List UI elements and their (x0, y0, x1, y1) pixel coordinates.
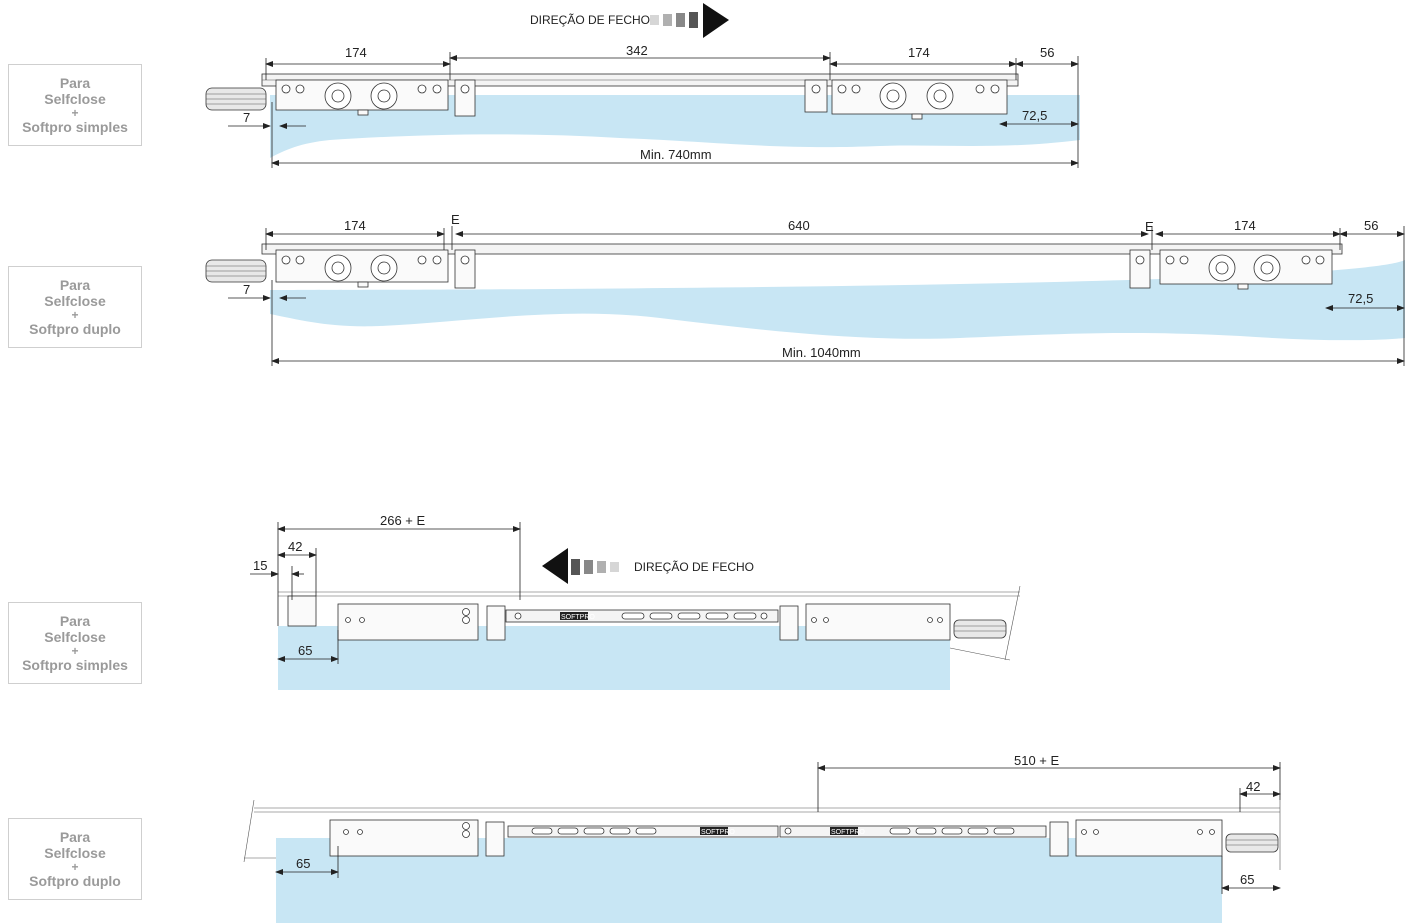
track-rail (261, 243, 1343, 255)
damper-mechanism-right (1159, 249, 1333, 290)
config-label-line: Selfclose (44, 629, 106, 645)
config-label-plus: + (71, 106, 79, 120)
dimension-label: 7 (243, 110, 250, 125)
direction-arrow-left-icon (542, 548, 619, 584)
dimension-label: 65 (296, 856, 310, 871)
config-label-line: Para (59, 829, 91, 845)
dimension-label: 56 (1040, 45, 1054, 60)
dimension-label: 174 (345, 45, 367, 60)
slot-row (889, 827, 1015, 835)
dimension-label: 7 (243, 282, 250, 297)
dimension-label: 174 (344, 218, 366, 233)
dimension-label: Min. 1040mm (782, 345, 861, 360)
brand-mark: SOFTPRO (561, 614, 595, 621)
dimension-label: E (451, 212, 460, 227)
config-label-4: Para Selfclose + Softpro duplo (8, 818, 142, 900)
dimension-label: 65 (1240, 872, 1254, 887)
door-panel (270, 260, 1405, 341)
dimension-label: 72,5 (1022, 108, 1047, 123)
dimension-label: 342 (626, 43, 648, 58)
config-label-plus: + (71, 860, 79, 874)
dimension-label: 510 + E (1014, 753, 1060, 768)
brand-mark: SOFTPRO (701, 829, 735, 836)
roller-wheel-icon (953, 619, 1007, 639)
damper-mechanism-left (275, 79, 449, 116)
dimension-label: 640 (788, 218, 810, 233)
dimension-label: 174 (1234, 218, 1256, 233)
config-label-line: Selfclose (44, 91, 106, 107)
dimension-label: 266 + E (380, 513, 426, 528)
diagram-1-selfclose-softpro-simples: DIREÇÃO DE FECHO (205, 3, 1080, 168)
config-label-line: Selfclose (44, 293, 106, 309)
config-label-3: Para Selfclose + Softpro simples (8, 602, 142, 684)
damper-mechanism-left (275, 249, 449, 288)
dimension-label: 174 (908, 45, 930, 60)
direction-arrow-right-icon (650, 3, 729, 38)
direction-label: DIREÇÃO DE FECHO (634, 560, 754, 574)
config-label-line: Softpro simples (22, 657, 128, 673)
roller-wheel-icon (1225, 833, 1279, 853)
slot-row (531, 827, 657, 835)
config-label-line: Softpro duplo (29, 321, 121, 337)
dimension-label: 42 (288, 539, 302, 554)
brand-mark: SOFTPRO (831, 829, 865, 836)
roller-wheel-icon (205, 87, 267, 111)
config-label-plus: + (71, 308, 79, 322)
direction-label: DIREÇÃO DE FECHO (530, 13, 650, 27)
config-label-line: Para (59, 75, 91, 91)
config-label-line: Para (59, 277, 91, 293)
config-label-1: Para Selfclose + Softpro simples (8, 64, 142, 146)
diagram-4-selfclose-softpro-duplo: SOFTPRO SOFTPRO 510 + E 42 65 65 (243, 753, 1281, 923)
config-label-2: Para Selfclose + Softpro duplo (8, 266, 142, 348)
damper-mechanism-right (831, 79, 1008, 120)
config-label-line: Softpro duplo (29, 873, 121, 889)
slot-row (621, 612, 757, 620)
config-label-line: Selfclose (44, 845, 106, 861)
dimension-label: Min. 740mm (640, 147, 712, 162)
config-label-line: Para (59, 613, 91, 629)
dimension-label: E (1145, 219, 1154, 234)
diagram-2-selfclose-softpro-duplo: 174 E 640 E 174 56 7 72,5 Min. 1040mm (205, 212, 1405, 366)
diagram-3-selfclose-softpro-simples: SOFTPRO DIREÇÃO DE FECHO 266 + E (250, 513, 1021, 690)
roller-wheel-icon (205, 259, 267, 283)
dimension-label: 65 (298, 643, 312, 658)
config-label-plus: + (71, 644, 79, 658)
dimension-label: 42 (1246, 779, 1260, 794)
dimension-label: 72,5 (1348, 291, 1373, 306)
dimension-label: 56 (1364, 218, 1378, 233)
config-label-line: Softpro simples (22, 119, 128, 135)
dimension-label: 15 (253, 558, 267, 573)
